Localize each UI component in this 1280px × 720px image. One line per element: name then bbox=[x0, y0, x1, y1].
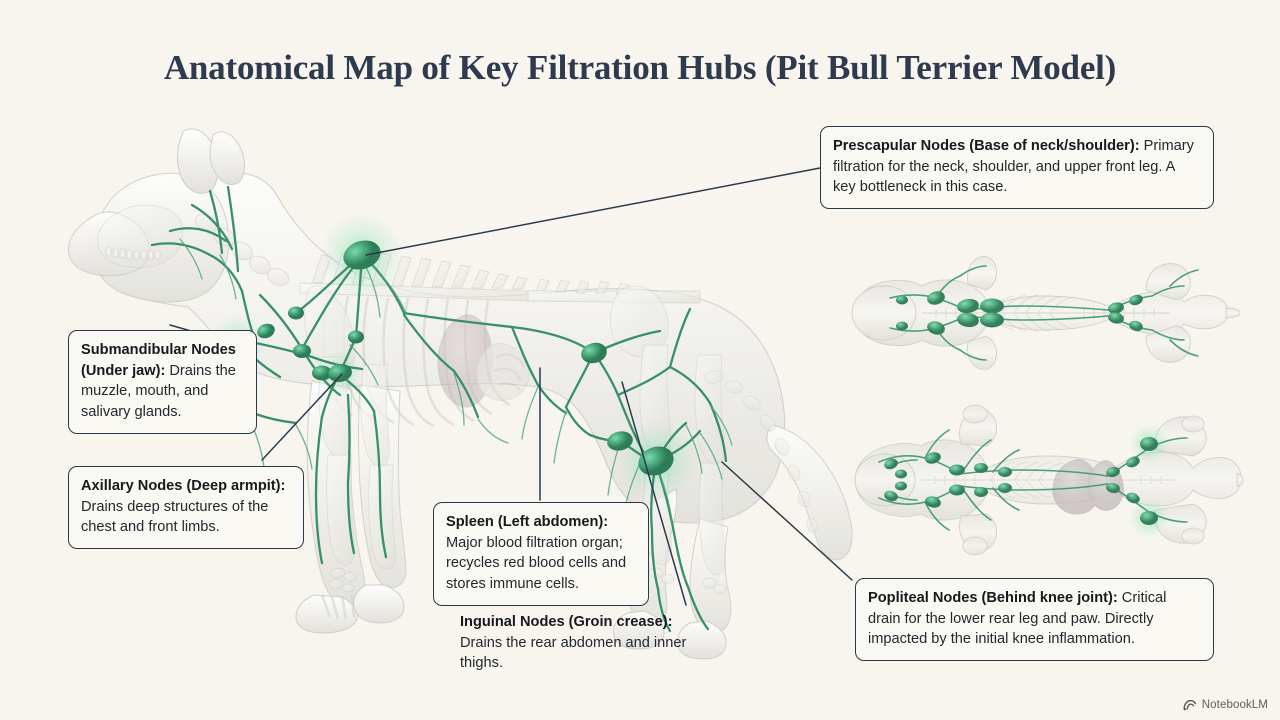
callout-axillary-heading: Axillary Nodes (Deep armpit): bbox=[81, 478, 286, 494]
parotid-node bbox=[257, 323, 275, 339]
callout-axillary-body: Drains deep structures of the chest and … bbox=[81, 498, 269, 536]
page-title: Anatomical Map of Key Filtration Hubs (P… bbox=[163, 48, 1117, 87]
callout-submandibular[interactable]: Submandibular Nodes (Under jaw): Drains … bbox=[68, 330, 257, 434]
internal-organs bbox=[437, 314, 530, 408]
ventral-view-dog-figure bbox=[845, 398, 1245, 563]
sublumbar-node bbox=[581, 342, 607, 364]
cervical-node-1 bbox=[288, 306, 304, 320]
callout-inguinal-heading: Inguinal Nodes (Groin crease): bbox=[460, 614, 673, 630]
dorsal-view-dog-figure bbox=[840, 238, 1241, 388]
callout-submandibular-heading: Submandibular Nodes (Under jaw): bbox=[81, 342, 236, 379]
callout-prescapular-heading: Prescapular Nodes (Base of neck/shoulder… bbox=[833, 138, 1140, 154]
callout-axillary[interactable]: Axillary Nodes (Deep armpit): Drains dee… bbox=[68, 466, 304, 550]
callout-inguinal[interactable]: Inguinal Nodes (Groin crease): Drains th… bbox=[460, 612, 705, 674]
callout-spleen-heading: Spleen (Left abdomen): bbox=[446, 514, 609, 530]
axillary-accessory-node bbox=[348, 330, 364, 344]
callout-popliteal-heading: Popliteal Nodes (Behind knee joint): bbox=[868, 590, 1118, 606]
callout-inguinal-body: Drains the rear abdomen and inner thighs… bbox=[460, 634, 687, 672]
callout-prescapular[interactable]: Prescapular Nodes (Base of neck/shoulder… bbox=[820, 126, 1214, 210]
callout-spleen[interactable]: Spleen (Left abdomen): Major blood filtr… bbox=[433, 502, 649, 606]
callout-spleen-body: Major blood filtration organ; recycles r… bbox=[446, 534, 627, 593]
cervical-node-2 bbox=[293, 344, 311, 358]
callout-submandibular-body: Drains the muzzle, mouth, and salivary g… bbox=[81, 362, 236, 421]
callout-popliteal-body: Critical drain for the lower rear leg an… bbox=[868, 590, 1167, 648]
watermark: NotebookLM bbox=[1183, 698, 1268, 712]
notebooklm-arc-icon bbox=[1183, 699, 1196, 711]
callout-prescapular-body: Primary filtration for the neck, shoulde… bbox=[833, 138, 1194, 196]
watermark-label: NotebookLM bbox=[1201, 699, 1268, 711]
callout-popliteal[interactable]: Popliteal Nodes (Behind knee joint): Cri… bbox=[855, 578, 1214, 662]
